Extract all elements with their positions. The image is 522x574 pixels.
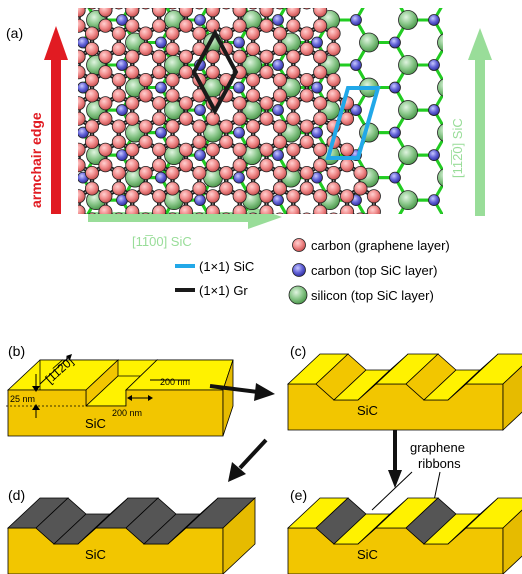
legend-carbon-sic-label: carbon (top SiC layer) <box>311 263 437 278</box>
legend-carbon-graphene-label: carbon (graphene layer) <box>311 238 450 253</box>
sic-unit-cell <box>325 86 381 160</box>
panel-b-width2-label: 200 nm <box>112 408 142 418</box>
panel-a-label: (a) <box>6 25 23 41</box>
arrow-to-d <box>228 438 268 482</box>
atomic-lattice <box>78 8 443 214</box>
graphene-callout-line2: ribbons <box>418 456 461 471</box>
panel-d-material-label: SiC <box>85 547 106 562</box>
panel-c-label: (c) <box>290 343 306 359</box>
panel-e-material-label: SiC <box>357 547 378 562</box>
panel-e-label: (e) <box>290 487 307 503</box>
legend-gr-cell-label: (1×1) Gr <box>199 283 248 298</box>
legend-silicon-label: silicon (top SiC layer) <box>311 288 434 303</box>
sic-carbon-atoms <box>78 14 440 207</box>
arrow-b-to-c <box>209 383 275 401</box>
armchair-edge-label: armchair edge <box>28 112 44 208</box>
arrow-c-to-e <box>388 430 402 488</box>
graphene-unit-cell <box>191 28 239 116</box>
panel-c-material-label: SiC <box>357 403 378 418</box>
panel-b-block <box>6 354 234 437</box>
panel-e-block <box>286 497 522 574</box>
legend-cells: (1×1) SiC (1×1) Gr <box>175 259 254 298</box>
graphene-carbon-atoms <box>78 8 381 214</box>
armchair-arrow <box>44 26 68 214</box>
legend-atoms: carbon (graphene layer) carbon (top SiC … <box>288 238 450 305</box>
panel-b-height-label: 25 nm <box>10 394 35 404</box>
panel-c-block <box>286 353 522 431</box>
graphene-callout-line1: graphene <box>410 440 465 455</box>
legend-sic-cell-label: (1×1) SiC <box>199 259 254 274</box>
panel-d-label: (d) <box>8 487 25 503</box>
panel-b-label: (b) <box>8 343 25 359</box>
panel-d-block <box>6 497 257 574</box>
horizontal-direction-label: [11̅00] SiC <box>132 234 192 249</box>
vertical-direction-arrow <box>468 28 492 216</box>
unit-cells <box>191 28 381 160</box>
horizontal-direction-arrow <box>88 205 282 229</box>
vertical-direction-label: [11̅2̅0] SiC <box>450 118 465 178</box>
panel-b-material-label: SiC <box>85 416 106 431</box>
panel-b-width1-label: 200 nm <box>160 377 190 387</box>
callout-leader-1 <box>371 471 413 511</box>
